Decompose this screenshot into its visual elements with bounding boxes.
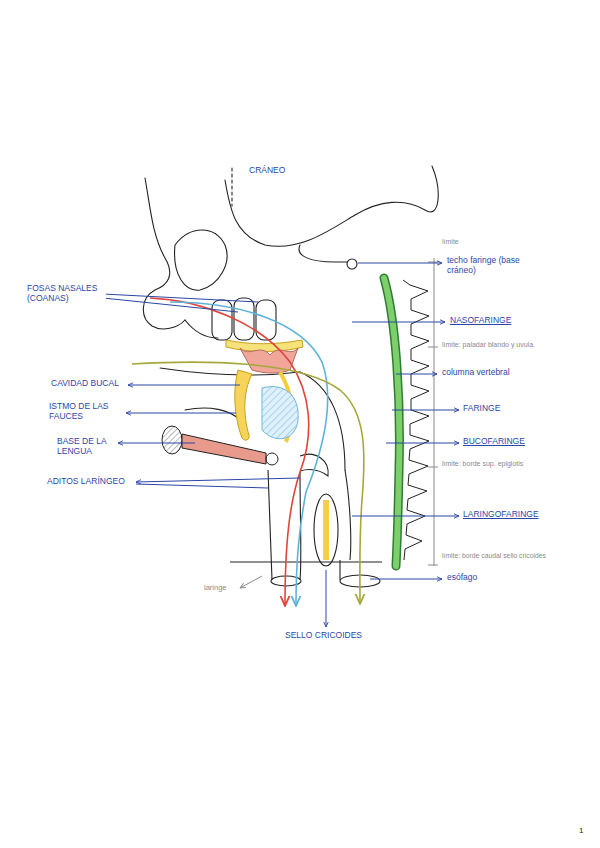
tongue-base [162, 426, 278, 465]
vertebral-column [384, 278, 429, 566]
leader-lines [370, 579, 442, 580]
limit-scale [428, 262, 438, 263]
limit-scale [240, 258, 438, 588]
region-label: NASOFARINGE [449, 316, 512, 326]
leader-lines [352, 516, 459, 517]
air-food-paths [132, 298, 364, 606]
structure-label: CAVIDAD BUCAL [50, 379, 120, 389]
larynx [339, 560, 340, 580]
tongue-base [182, 434, 266, 464]
leader-lines [392, 410, 459, 411]
region-label: BUCOFARINGE [462, 437, 526, 447]
air-food-paths [170, 302, 328, 606]
page-number: 1 [578, 826, 584, 835]
structure-label: SELLO CRICOIDES [284, 631, 363, 641]
structure-label: FOSAS NASALES (COANAS) [26, 284, 106, 304]
larynx [314, 494, 338, 566]
tongue-base [266, 453, 278, 465]
structure-label: CRÁNEO [248, 166, 286, 176]
palate [235, 370, 252, 440]
leader-lines [126, 413, 236, 414]
leader-lines [352, 322, 445, 323]
skull-outline [347, 259, 357, 269]
limit-scale [428, 565, 438, 566]
air-food-paths [132, 362, 364, 604]
palate [226, 340, 303, 442]
skull-outline [234, 298, 254, 340]
region-label: FARINGE [462, 404, 501, 414]
limit-scale [240, 576, 262, 588]
limit-note: límite: borde sup. epiglotis [441, 460, 524, 468]
limit-scale [428, 467, 438, 468]
vertebral-column [384, 278, 399, 566]
region-label: LARINGOFARINGE [462, 510, 540, 520]
limit-scale [434, 258, 435, 566]
limit-note: límite: paladar blando y úvula. [441, 341, 536, 349]
leader-lines [103, 298, 238, 312]
leader-lines [386, 443, 459, 444]
leader-lines [136, 484, 268, 488]
leader-lines [103, 263, 459, 627]
leader-lines [118, 443, 195, 444]
palate [226, 340, 303, 352]
palate [262, 387, 298, 439]
skull-outline [175, 230, 227, 290]
larynx [345, 470, 351, 560]
structure-label: ISTMO DE LAS FAUCES [48, 402, 124, 422]
skull-outline [225, 166, 438, 246]
leader-lines [128, 385, 240, 386]
structure-label: BASE DE LA LENGUA [56, 437, 118, 457]
structure-label: techo faringe (base cráneo) [446, 256, 543, 276]
skull-outline [185, 408, 240, 420]
leader-lines [396, 374, 437, 375]
skull-outline [300, 372, 345, 470]
larynx [323, 500, 329, 560]
air-food-paths [150, 298, 309, 606]
structure-label: laringe [203, 584, 228, 593]
vertebral-column [384, 278, 399, 566]
limit-scale [428, 347, 438, 348]
structure-label: esófago [446, 573, 478, 583]
tongue-base [162, 426, 182, 454]
leader-lines [358, 263, 442, 264]
skull-outline [231, 168, 232, 206]
structure-label: ADITOS LARÍNGEO [46, 477, 126, 487]
limit-note: límite [441, 238, 460, 246]
structure-label: columna vertebral [441, 368, 511, 378]
leader-lines [136, 478, 300, 482]
leader-lines [326, 570, 327, 627]
limit-note: límite: borde caudal sello cricoides [441, 552, 547, 560]
skull-outline [299, 245, 347, 262]
larynx [268, 470, 272, 580]
